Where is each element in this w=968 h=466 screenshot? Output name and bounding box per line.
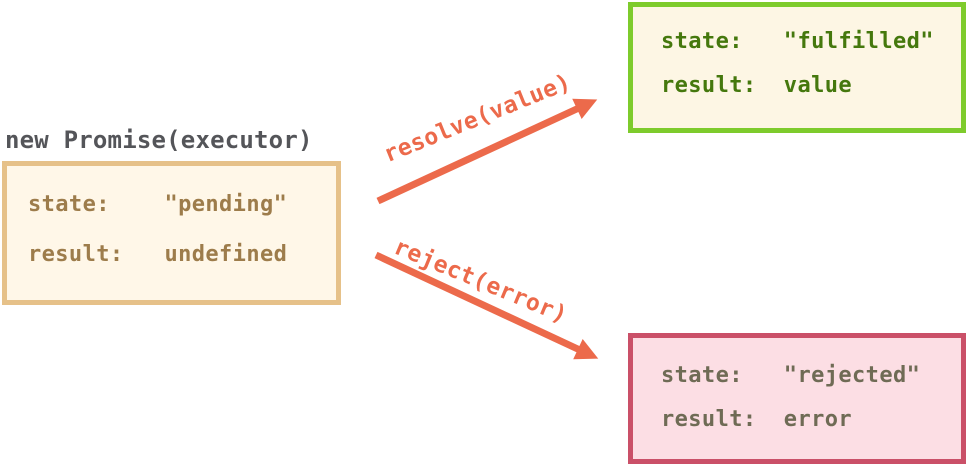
resolve-arrow-label: resolve(value) [380,69,575,169]
rejected-state-box: state: "rejected" result: error [628,333,966,464]
fulfilled-state-box: state: "fulfilled" result: value [628,2,966,133]
fulfilled-result-line: result: value [661,73,853,98]
reject-arrow-label: reject(error) [390,233,572,329]
rejected-state-line: state: "rejected" [661,363,921,388]
pending-state-box: state: "pending" result: undefined [2,161,341,305]
rejected-result-line: result: error [661,407,853,432]
fulfilled-state-line: state: "fulfilled" [661,29,934,54]
pending-result-line: result: undefined [28,242,288,267]
pending-state-line: state: "pending" [28,192,288,217]
promise-constructor-label: new Promise(executor) [5,126,313,154]
